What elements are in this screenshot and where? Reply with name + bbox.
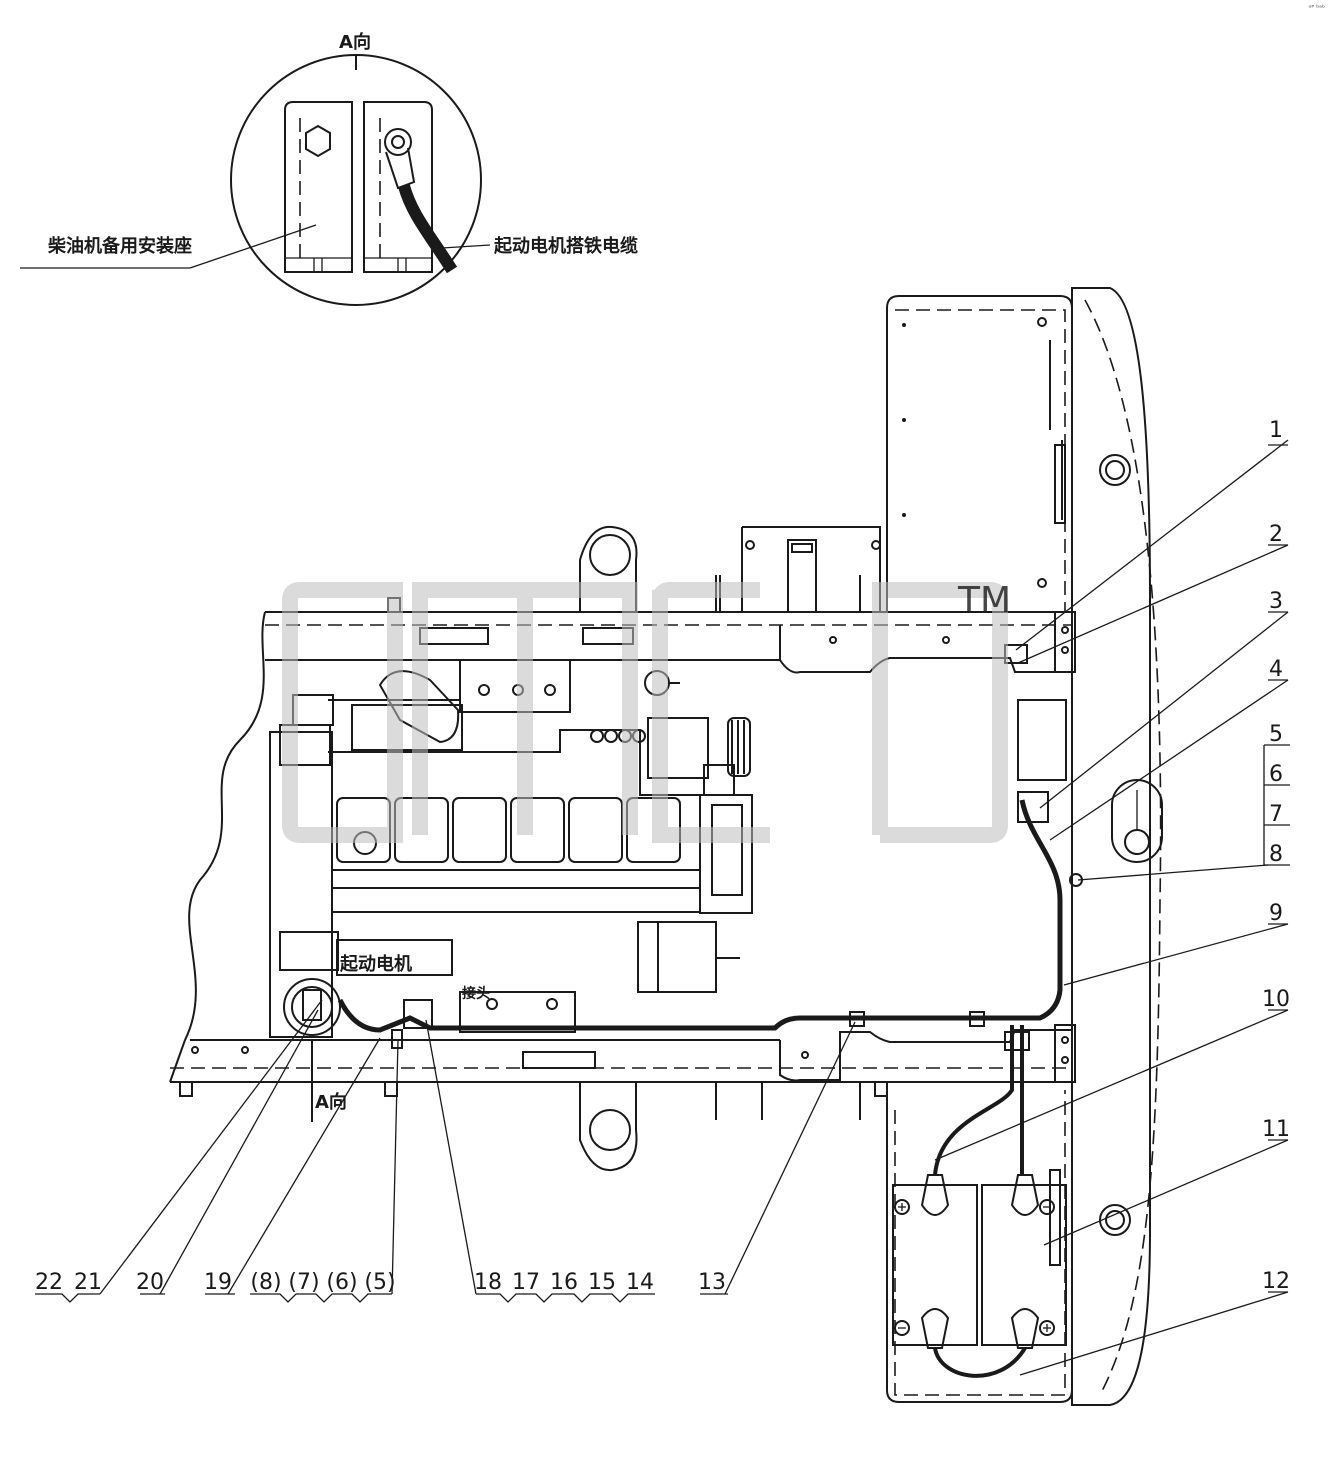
engine-assembly: 起动电机 接头: [269, 659, 753, 1038]
callout-p6: (6): [326, 1270, 357, 1295]
callout-3: 3: [1269, 589, 1283, 614]
trademark-mark: TM: [957, 580, 1011, 621]
callout-17: 17: [512, 1270, 540, 1295]
callout-14: 14: [626, 1270, 654, 1295]
callouts: 1 2 3 4 5 6 7 8 9 10 11 12 22 21 20 19 (…: [35, 418, 1290, 1295]
callout-20: 20: [136, 1270, 164, 1295]
lifting-lugs: [579, 525, 638, 1172]
view-label: A向: [339, 31, 371, 53]
battery-compartment: [886, 1082, 1073, 1403]
callout-8: 8: [1269, 842, 1283, 867]
callout-21: 21: [74, 1270, 102, 1295]
callout-10: 10: [1262, 987, 1290, 1012]
backup-seat-label: 柴油机备用安装座: [47, 235, 192, 257]
callout-19: 19: [204, 1270, 232, 1295]
callout-18: 18: [474, 1270, 502, 1295]
corner-mark: ᵒᴾ ᵇᵃᵇ: [1308, 4, 1325, 12]
callout-7: 7: [1269, 802, 1283, 827]
side-housing: [1071, 287, 1163, 1406]
leader-lines: [35, 439, 1290, 1376]
callout-p8: (8): [250, 1270, 281, 1295]
watermark: TM: [282, 580, 1011, 843]
wiring-harness: [337, 644, 1083, 1378]
callout-13: 13: [698, 1270, 726, 1295]
upper-compartment: [719, 295, 1073, 613]
detail-view-a: A向 柴油机备用安装座 起动电机搭铁电缆: [20, 31, 638, 306]
callout-16: 16: [550, 1270, 578, 1295]
ground-cable-label: 起动电机搭铁电缆: [493, 235, 638, 257]
connector-label: 接头: [462, 985, 490, 1002]
callout-15: 15: [588, 1270, 616, 1295]
callout-22: 22: [35, 1270, 63, 1295]
callout-6: 6: [1269, 762, 1283, 787]
callout-p7: (7): [288, 1270, 319, 1295]
callout-12: 12: [1262, 1269, 1290, 1294]
callout-1: 1: [1269, 418, 1283, 443]
callout-p5: (5): [364, 1270, 395, 1295]
starter-motor-label: 起动电机: [339, 953, 412, 975]
callout-4: 4: [1269, 657, 1283, 682]
callout-5: 5: [1269, 722, 1283, 747]
callout-2: 2: [1269, 522, 1283, 547]
callout-9: 9: [1269, 901, 1283, 926]
callout-11: 11: [1262, 1117, 1290, 1142]
